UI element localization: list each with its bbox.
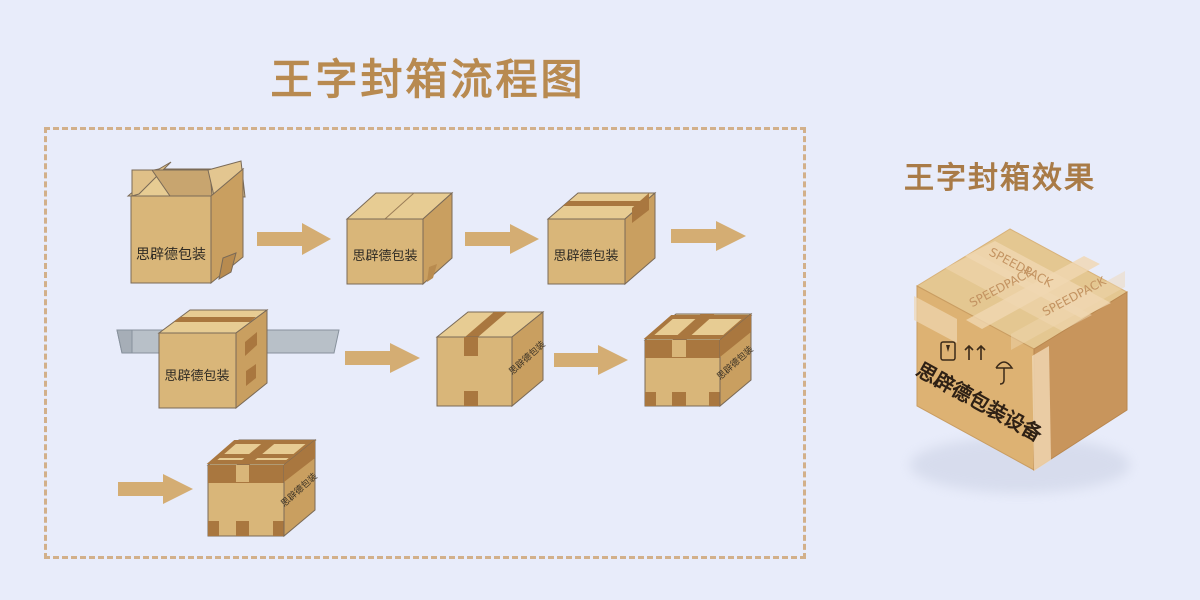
step-on-conveyor: 思辟德包装 <box>157 309 269 410</box>
step-final-h-seal: 思辟德包装 <box>206 438 320 538</box>
arrow-2 <box>465 224 539 254</box>
box-brand-label: 思辟德包装 <box>352 249 417 264</box>
box-brand-label: 思辟德包装 <box>164 369 229 384</box>
arrow-3 <box>671 221 746 251</box>
arrow-5 <box>554 345 628 375</box>
effect-box: SPEEDPACK SPEEDPACK SPEEDPACK 思辟德包装设备 <box>910 228 1130 493</box>
umbrella-icon <box>995 361 1014 385</box>
effect-title: 王字封箱效果 <box>904 161 1096 196</box>
box-brand-label: 思辟德包装 <box>553 249 618 264</box>
arrow-4 <box>345 343 420 373</box>
step-open-box: 思辟德包装 <box>126 160 246 285</box>
step-side-taped: 思辟德包装 <box>435 310 548 408</box>
step-top-folded: 思辟德包装 <box>345 191 454 286</box>
process-frame <box>44 127 806 559</box>
box-brand-label: 思辟德包装 <box>136 247 206 263</box>
step-top-taped: 思辟德包装 <box>546 191 657 286</box>
step-band-taped: 思辟德包装 <box>643 312 756 408</box>
page-title: 王字封箱流程图 <box>270 55 586 104</box>
fragile-icon <box>940 341 956 361</box>
arrow-6 <box>118 474 193 504</box>
arrow-1 <box>257 223 331 255</box>
arrow-up-icon <box>964 344 986 360</box>
